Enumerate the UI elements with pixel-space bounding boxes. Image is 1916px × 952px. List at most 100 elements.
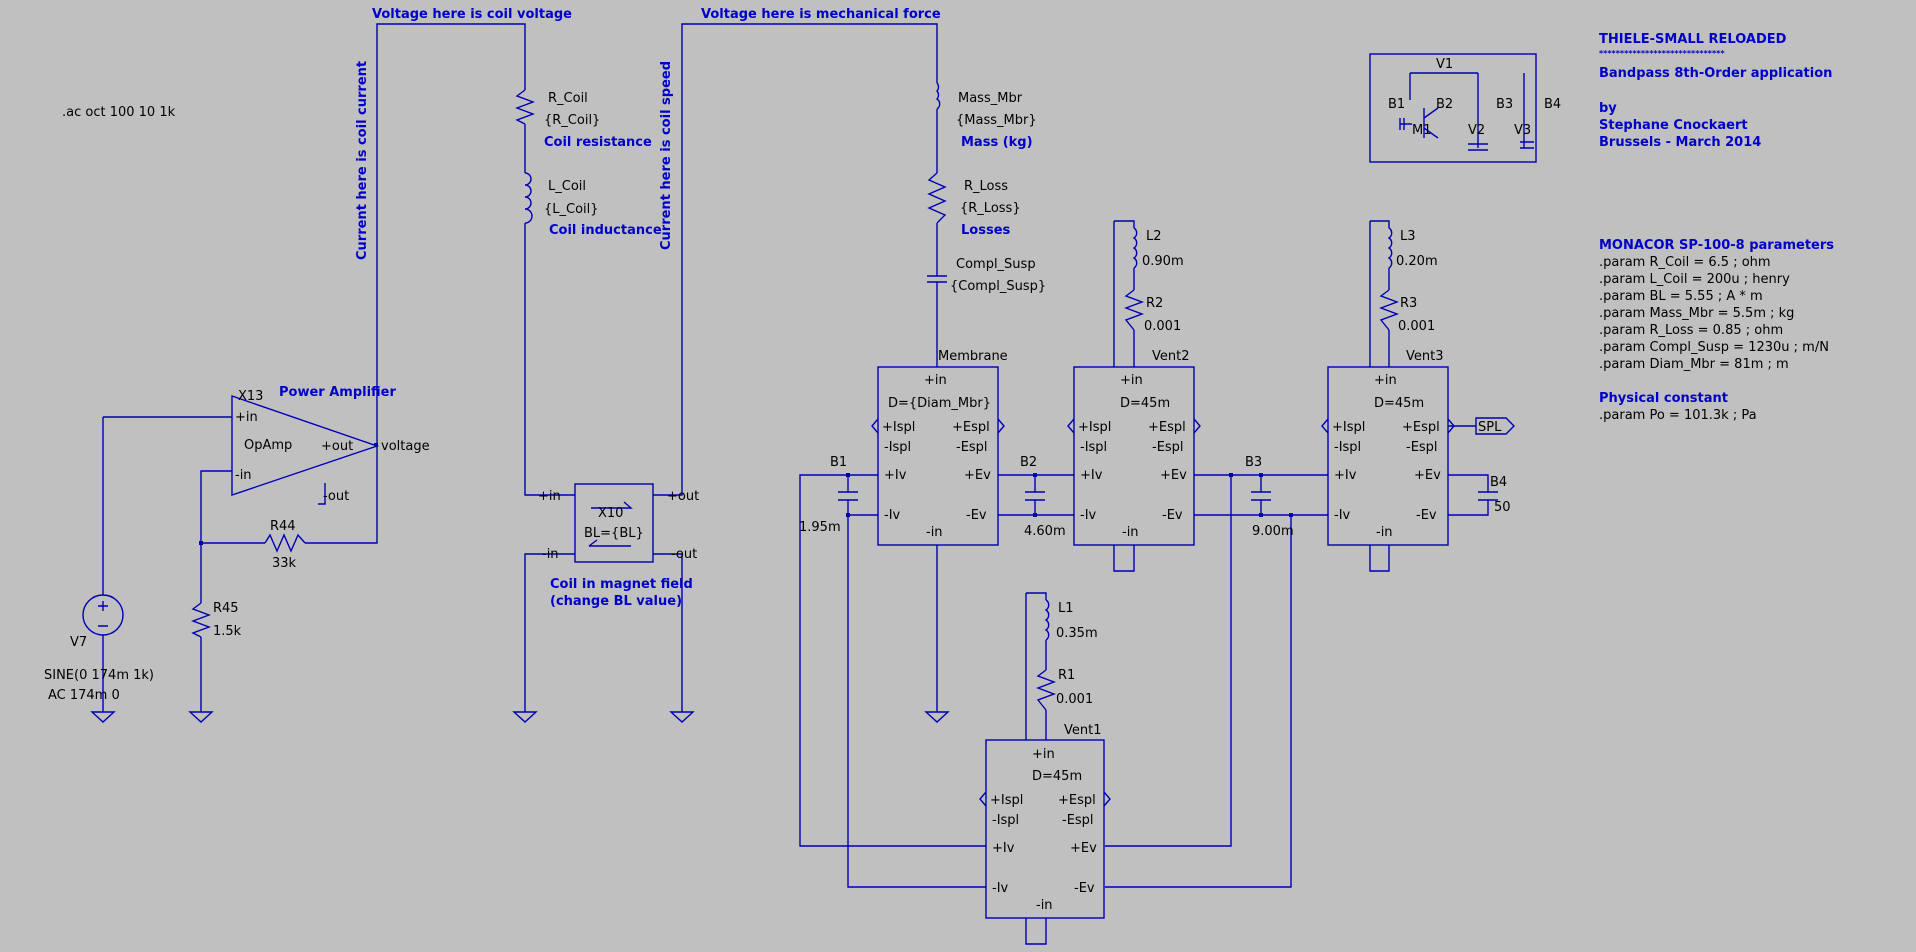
param-line-5: .param Compl_Susp = 1230u ; m/N — [1599, 340, 1829, 355]
b1-capacitor[interactable] — [838, 491, 858, 501]
r44-value: 33k — [272, 556, 297, 571]
rloss-resistor[interactable] — [927, 172, 947, 224]
vent1-pin-ispl-p: +Ispl — [990, 793, 1023, 808]
membrane-pin-ispl-n: -Ispl — [884, 440, 911, 455]
b1-value: 1.95m — [799, 520, 841, 535]
r1-ref: R1 — [1058, 668, 1075, 683]
vent1-pin-ev-p: +Ev — [1070, 841, 1097, 856]
x10-pin-out-n: -out — [671, 547, 697, 562]
vent1-pin-espl-n: -Espl — [1062, 813, 1094, 828]
lcoil-inductor[interactable] — [524, 172, 533, 224]
legend-v2: V2 — [1468, 123, 1485, 138]
membrane-pin-espl-p: +Espl — [952, 420, 990, 435]
v7-ac: AC 174m 0 — [48, 688, 120, 703]
vent1-pin-ev-n: -Ev — [1074, 881, 1095, 896]
param-line-4: .param R_Loss = 0.85 ; ohm — [1599, 323, 1783, 338]
net-voltage-label: voltage — [381, 439, 430, 454]
r1-resistor[interactable] — [1036, 669, 1056, 711]
x10-desc-1: Coil in magnet field — [550, 577, 693, 592]
v7-voltage-source[interactable] — [82, 594, 124, 636]
param-line-0: .param R_Coil = 6.5 ; ohm — [1599, 255, 1771, 270]
mass-value: {Mass_Mbr} — [956, 113, 1037, 128]
legend-b3: B3 — [1496, 97, 1513, 112]
r3-resistor[interactable] — [1379, 289, 1399, 331]
vent3-pin-ev-p: +Ev — [1414, 468, 1441, 483]
r44-resistor[interactable] — [264, 533, 306, 553]
vent2-pin-ispl-n: -Ispl — [1080, 440, 1107, 455]
lcoil-ref: L_Coil — [548, 179, 586, 194]
vent2-pin-iv-p: +Iv — [1080, 468, 1103, 483]
l2-ref: L2 — [1146, 229, 1162, 244]
legend-m1: M1 — [1412, 123, 1432, 138]
mass-inductor[interactable] — [935, 82, 941, 110]
l3-ref: L3 — [1400, 229, 1416, 244]
header-subtitle: Bandpass 8th-Order application — [1599, 66, 1832, 81]
legend-v1: V1 — [1436, 57, 1453, 72]
vent3-name: Vent3 — [1406, 349, 1444, 364]
phys-heading: Physical constant — [1599, 391, 1728, 406]
ground-symbols — [90, 711, 950, 723]
vent3-pin-ev-n: -Ev — [1416, 508, 1437, 523]
lcoil-value: {L_Coil} — [544, 202, 599, 217]
membrane-pin-ev-n: -Ev — [966, 508, 987, 523]
r45-ref: R45 — [213, 601, 239, 616]
vent3-block[interactable] — [1321, 366, 1455, 546]
legend-b2: B2 — [1436, 97, 1453, 112]
l2-inductor[interactable] — [1132, 227, 1138, 269]
note-coil-voltage: Voltage here is coil voltage — [372, 7, 572, 22]
vent3-param: D=45m — [1374, 396, 1424, 411]
r2-resistor[interactable] — [1124, 289, 1144, 331]
compl-capacitor[interactable] — [927, 266, 947, 290]
mass-desc: Mass (kg) — [961, 135, 1033, 150]
membrane-name: Membrane — [938, 349, 1008, 364]
compl-ref: Compl_Susp — [956, 257, 1036, 272]
r45-resistor[interactable] — [191, 602, 211, 638]
header-underline: ****************************** — [1599, 49, 1725, 58]
opamp-type: OpAmp — [244, 438, 292, 453]
vent2-block[interactable] — [1067, 366, 1201, 546]
vent1-pin-in-p: +in — [1032, 747, 1055, 762]
vent3-pin-in-p: +in — [1374, 373, 1397, 388]
vent2-pin-ev-n: -Ev — [1162, 508, 1183, 523]
rcoil-resistor[interactable] — [515, 89, 535, 125]
membrane-param: D={Diam_Mbr} — [888, 396, 991, 411]
params-heading: MONACOR SP-100-8 parameters — [1599, 238, 1834, 253]
vent2-pin-ispl-p: +Ispl — [1078, 420, 1111, 435]
vent2-pin-in-p: +in — [1120, 373, 1143, 388]
membrane-block[interactable] — [871, 366, 1005, 546]
b2-ref: B2 — [1020, 455, 1037, 470]
x10-coil-magnet-block[interactable] — [574, 483, 654, 563]
spl-port[interactable] — [1475, 417, 1515, 435]
vent2-pin-iv-n: -Iv — [1080, 508, 1097, 523]
r3-ref: R3 — [1400, 296, 1417, 311]
note-coil-current: Current here is coil current — [355, 61, 370, 260]
note-coil-speed: Current here is coil speed — [659, 61, 674, 250]
b3-capacitor[interactable] — [1251, 491, 1271, 501]
vent1-block[interactable] — [979, 739, 1111, 919]
l1-inductor[interactable] — [1044, 599, 1050, 641]
legend-v3: V3 — [1514, 123, 1531, 138]
b2-capacitor[interactable] — [1025, 491, 1045, 501]
b3-ref: B3 — [1245, 455, 1262, 470]
x10-pin-in-p: +in — [538, 489, 561, 504]
vent2-pin-in-n: -in — [1122, 525, 1139, 540]
l2-value: 0.90m — [1142, 254, 1184, 269]
vent2-param: D=45m — [1120, 396, 1170, 411]
header-title: THIELE-SMALL RELOADED — [1599, 32, 1787, 47]
vent1-name: Vent1 — [1064, 723, 1102, 738]
x10-pin-out-p: +out — [667, 489, 699, 504]
r3-value: 0.001 — [1398, 319, 1435, 334]
x10-value: BL={BL} — [584, 526, 644, 541]
opamp-pin-out-p: +out — [321, 439, 353, 454]
membrane-pin-ev-p: +Ev — [964, 468, 991, 483]
l3-value: 0.20m — [1396, 254, 1438, 269]
vent3-pin-ispl-p: +Ispl — [1332, 420, 1365, 435]
opamp-ref: X13 — [238, 389, 263, 404]
membrane-pin-iv-p: +Iv — [884, 468, 907, 483]
b4-capacitor[interactable] — [1478, 491, 1498, 501]
vent2-pin-espl-n: -Espl — [1152, 440, 1184, 455]
l3-inductor[interactable] — [1387, 227, 1393, 269]
opamp-x13[interactable] — [231, 395, 380, 505]
rcoil-value: {R_Coil} — [544, 113, 600, 128]
